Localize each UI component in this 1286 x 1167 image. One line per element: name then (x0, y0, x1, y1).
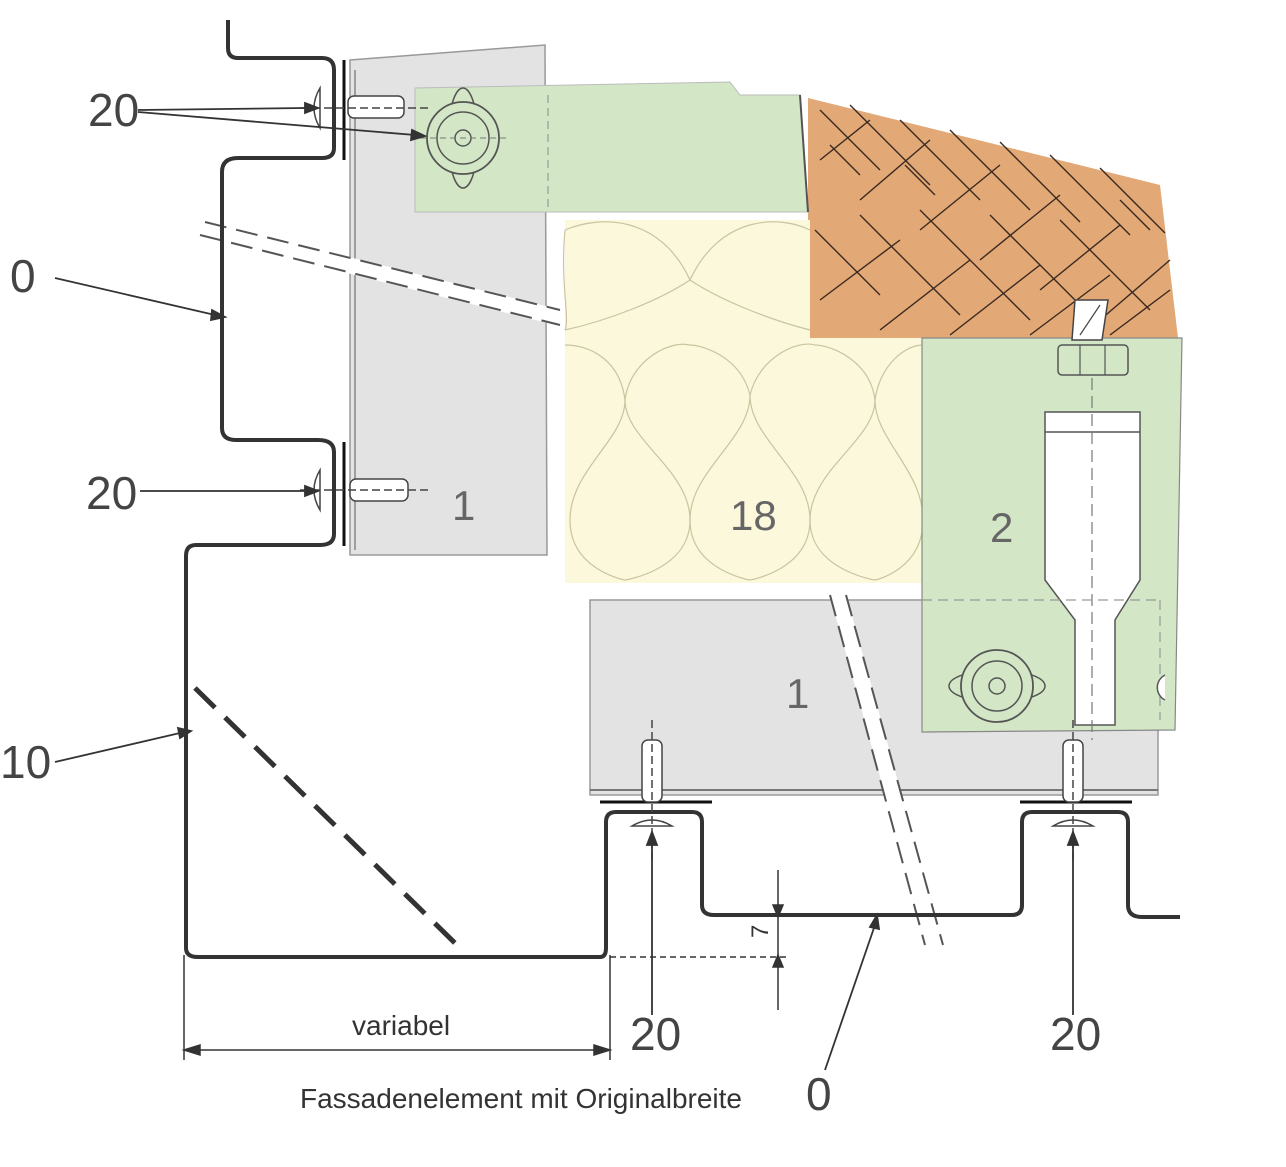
part-bracket-lower: 1 (786, 670, 809, 717)
rotation-fastener-lower (948, 649, 1046, 723)
part-console: 2 (990, 504, 1013, 551)
leader-lines (54, 101, 1080, 1071)
lower-green-console (921, 299, 1183, 740)
dimension-depth: 7 (747, 925, 774, 938)
callout-profile-left: 0 (10, 250, 36, 302)
callout-fastener-mid: 20 (86, 467, 137, 519)
callout-profile-bottom-left: 10 (0, 736, 51, 788)
upper-green-console (414, 81, 809, 213)
brick-masonry (808, 98, 1178, 338)
caption-text: Fassadenelement mit Originalbreite (300, 1083, 742, 1114)
callout-fastener-bottom-right: 20 (1050, 1008, 1101, 1060)
callout-fastener-bottom-left: 20 (630, 1008, 681, 1060)
part-insulation: 18 (730, 492, 777, 539)
dimension-lines (181, 870, 790, 1060)
insulation-upper (562, 220, 811, 338)
screws (300, 85, 1096, 860)
break-lines (193, 220, 944, 952)
caption-ref: 0 (806, 1068, 832, 1120)
dimension-variabel: variabel (352, 1010, 450, 1041)
insulation-lower (564, 338, 924, 583)
rotation-fastener-upper (420, 87, 506, 189)
part-bracket-upper: 1 (452, 482, 475, 529)
callout-fastener-top: 20 (88, 84, 139, 136)
